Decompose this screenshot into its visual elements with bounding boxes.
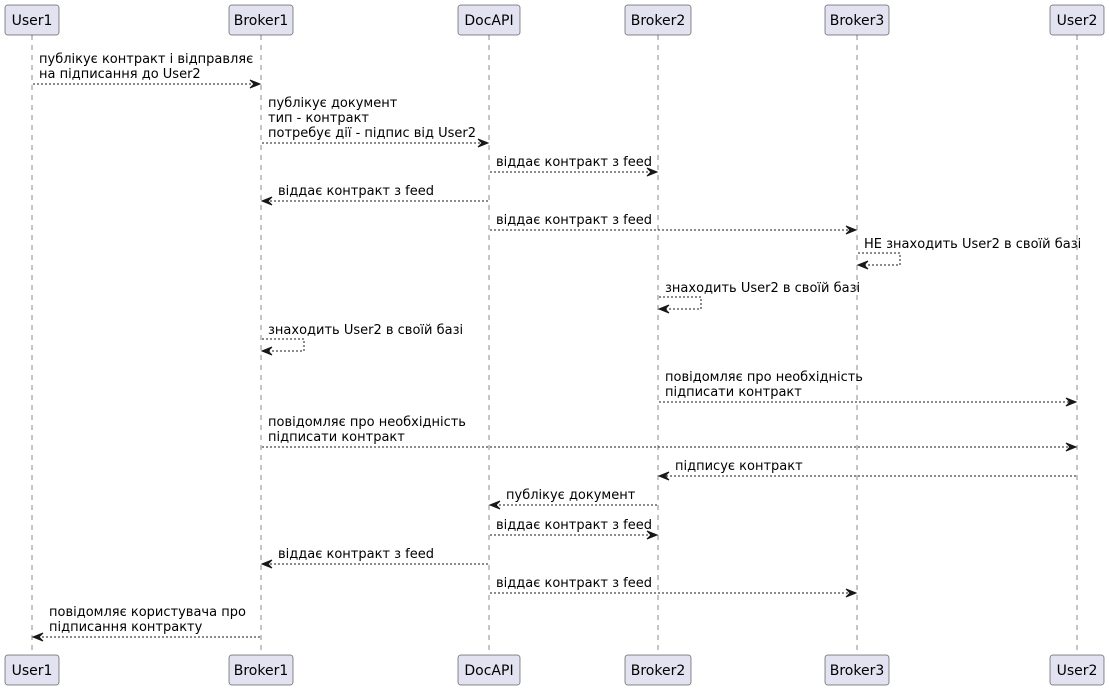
arrowhead (260, 346, 273, 356)
message-label: знаходить User2 в своїй базі (268, 323, 463, 338)
message-3: віддає контракт з feed (490, 155, 659, 177)
participant-label: DocAPI (464, 13, 513, 29)
participant-box (457, 4, 521, 36)
participant-label: User1 (12, 663, 53, 679)
message-line (858, 252, 901, 266)
participant-label: Broker3 (830, 13, 885, 29)
message-label: публікує контракт і відправляє (39, 52, 253, 67)
message-14: віддає контракт з feed (260, 547, 488, 569)
message-6: НЕ знаходить User2 в своїй базі (856, 237, 1081, 270)
message-12: публікує документ (488, 488, 657, 510)
participant-broker2-top: Broker2 (624, 4, 692, 36)
arrowhead (249, 79, 262, 89)
participant-box (624, 4, 692, 36)
arrowhead (1065, 397, 1078, 407)
participant-docapi-bottom: DocAPI (457, 654, 521, 686)
message-13: віддає контракт з feed (490, 518, 659, 540)
message-label: підписує контракт (675, 459, 803, 474)
message-label: тип - контракт (268, 111, 369, 126)
participant-docapi-top: DocAPI (457, 4, 521, 36)
message-label: віддає контракт з feed (496, 155, 652, 170)
participant-user2-bottom: User2 (1049, 654, 1105, 686)
participant-broker1-bottom: Broker1 (228, 654, 294, 686)
participants-bottom: User1 Broker1 DocAPI Broker2 Broker3 User2 (4, 654, 1105, 686)
message-label: НЕ знаходить User2 в своїй базі (864, 237, 1081, 252)
participant-label: DocAPI (464, 663, 513, 679)
message-5: віддає контракт з feed (490, 213, 858, 235)
participant-box (4, 654, 60, 686)
participant-user2-top: User2 (1049, 4, 1105, 36)
arrowhead (845, 588, 858, 598)
message-line (262, 338, 305, 352)
arrowhead (260, 559, 273, 569)
message-label: потребує дії - підпис від User2 (268, 126, 476, 141)
participant-user1-bottom: User1 (4, 654, 60, 686)
arrowhead (488, 500, 501, 510)
lifelines (31, 35, 1078, 655)
participant-box (824, 654, 890, 686)
participant-broker3-top: Broker3 (824, 4, 890, 36)
participant-box (228, 4, 294, 36)
arrowhead (657, 304, 670, 314)
participant-box (1049, 654, 1105, 686)
participant-box (824, 4, 890, 36)
arrowhead (845, 225, 858, 235)
participant-broker2-bottom: Broker2 (624, 654, 692, 686)
message-11: підписує контракт (657, 459, 1076, 481)
message-label: повідомляє користувача про (49, 605, 246, 620)
arrowhead (657, 471, 670, 481)
participant-label: User1 (12, 13, 53, 29)
arrowhead (1065, 442, 1078, 452)
participant-label: Broker1 (234, 13, 289, 29)
participant-label: Broker1 (234, 663, 289, 679)
message-label: публікує документ (268, 96, 398, 111)
participant-box (1049, 4, 1105, 36)
message-label: на підписання до User2 (39, 67, 201, 82)
participant-box (228, 654, 294, 686)
participant-box (4, 4, 60, 36)
arrowhead (646, 530, 659, 540)
participant-box (457, 654, 521, 686)
message-label: віддає контракт з feed (496, 213, 652, 228)
message-line (659, 296, 702, 310)
participants-top: User1 Broker1 DocAPI Broker2 Broker3 User2 (4, 4, 1105, 36)
participant-label: Broker2 (631, 13, 686, 29)
message-label: повідомляє про необхідність (268, 415, 466, 430)
participant-label: Broker3 (830, 663, 885, 679)
message-label: підписати контракт (268, 430, 405, 445)
message-label: віддає контракт з feed (278, 184, 434, 199)
participant-broker3-bottom: Broker3 (824, 654, 890, 686)
message-15: віддає контракт з feed (490, 576, 858, 598)
message-label: підписання контракту (49, 620, 203, 635)
message-label: знаходить User2 в своїй базі (665, 281, 860, 296)
participant-broker1-top: Broker1 (228, 4, 294, 36)
arrowhead (31, 632, 44, 642)
arrowhead (260, 196, 273, 206)
message-8: знаходить User2 в своїй базі (260, 323, 463, 356)
arrowhead (477, 138, 490, 148)
participant-user1-top: User1 (4, 4, 60, 36)
message-label: віддає контракт з feed (278, 547, 434, 562)
arrowhead (646, 167, 659, 177)
message-label: віддає контракт з feed (496, 518, 652, 533)
message-label: підписати контракт (665, 385, 802, 400)
participant-box (624, 654, 692, 686)
participant-label: Broker2 (631, 663, 686, 679)
message-label: повідомляє про необхідність (665, 370, 863, 385)
arrowhead (856, 260, 869, 270)
message-4: віддає контракт з feed (260, 184, 488, 206)
message-label: віддає контракт з feed (496, 576, 652, 591)
participant-label: User2 (1057, 663, 1098, 679)
participant-label: User2 (1057, 13, 1098, 29)
message-7: знаходить User2 в своїй базі (657, 281, 860, 314)
message-label: публікує документ (506, 488, 636, 503)
